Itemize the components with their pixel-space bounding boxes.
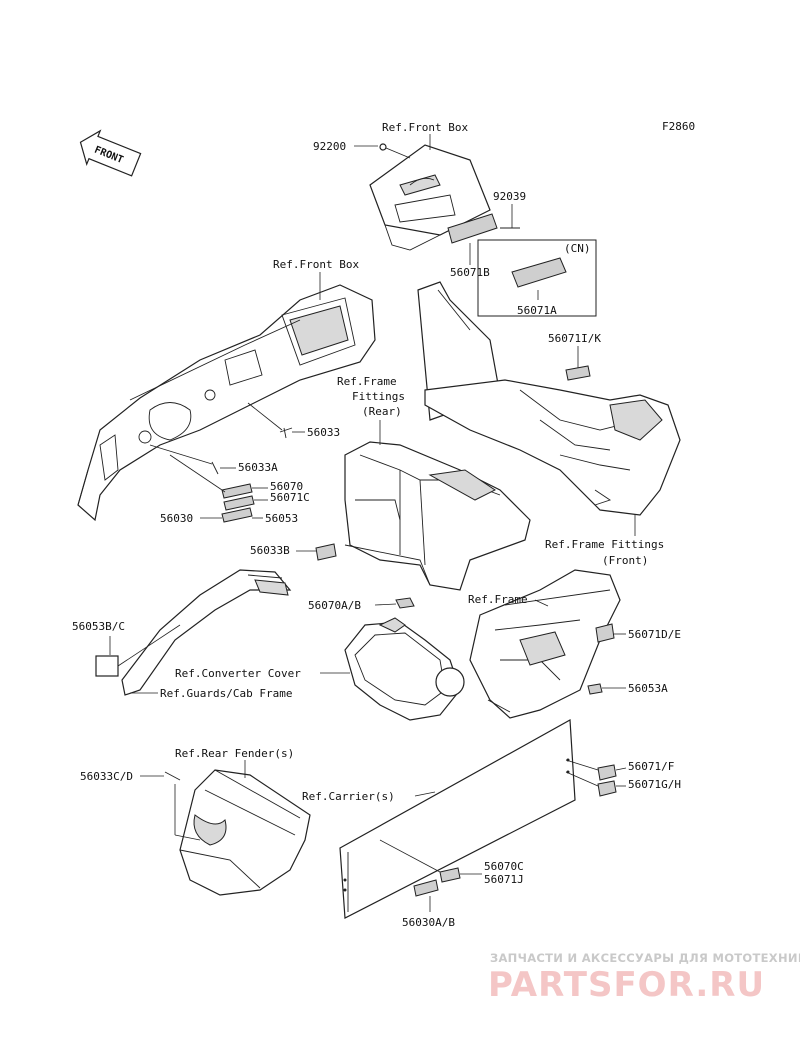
- ref-frame-fittings-front-label-2: (Front): [602, 554, 648, 567]
- part-56030-label: 56030: [160, 512, 193, 525]
- part-92039-label: 92039: [493, 190, 526, 203]
- part-56033cd-label: 56033C/D: [80, 770, 133, 783]
- part-56071ik-label: 56071I/K: [548, 332, 601, 345]
- rear-fender: [179, 769, 311, 896]
- ref-guards-cab-frame-label: Ref.Guards/Cab Frame: [160, 687, 292, 700]
- ref-frame-label: Ref.Frame: [468, 593, 528, 606]
- decal-56071f: [597, 764, 617, 781]
- frame-fittings-rear: [344, 441, 531, 591]
- cn-callout-box: [477, 239, 597, 317]
- decal-56071a: [511, 257, 567, 288]
- ref-front-box-left-label: Ref.Front Box: [273, 258, 359, 271]
- decal-56070c: [439, 867, 461, 883]
- carrier-panel: [339, 719, 576, 919]
- part-56071a-label: 56071A: [517, 304, 557, 317]
- decal-56071c: [223, 495, 255, 511]
- screw-56033a: [211, 461, 219, 475]
- decal-56053a: [587, 683, 603, 695]
- part-56070c-label: 56070C: [484, 860, 524, 873]
- decal-56053bc: [95, 655, 119, 677]
- ref-rear-fender-label: Ref.Rear Fender(s): [175, 747, 294, 760]
- ref-converter-cover-label: Ref.Converter Cover: [175, 667, 301, 680]
- part-56070-label: 56070: [270, 480, 303, 493]
- part-56070ab-label: 56070A/B: [308, 599, 361, 612]
- part-56071gh-label: 56071G/H: [628, 778, 681, 791]
- grommet-92200: [379, 143, 387, 151]
- frame-fittings-front: [417, 281, 681, 516]
- ref-frame-fittings-front-label-1: Ref.Frame Fittings: [545, 538, 664, 551]
- ref-frame-fittings-rear-label-3: (Rear): [362, 405, 402, 418]
- part-56071f-label: 56071/F: [628, 760, 674, 773]
- part-56071de-label: 56071D/E: [628, 628, 681, 641]
- part-92200-label: 92200: [313, 140, 346, 153]
- decal-56071b: [447, 213, 498, 244]
- decal-56071gh: [597, 780, 617, 797]
- watermark-logo: PARTSFOR.RU: [488, 965, 765, 1005]
- ref-frame-fittings-rear-label-1: Ref.Frame: [337, 375, 397, 388]
- decal-56070: [221, 483, 253, 499]
- cab-frame-tube: [121, 569, 292, 696]
- decal-56030: [221, 507, 253, 523]
- part-56030ab-label: 56030A/B: [402, 916, 455, 929]
- dash-panel-left: [77, 284, 376, 522]
- frame-assembly: [469, 569, 621, 719]
- ref-front-box-top-label: Ref.Front Box: [382, 121, 468, 134]
- ref-carrier-label: Ref.Carrier(s): [302, 790, 395, 803]
- part-56033a-label: 56033A: [238, 461, 278, 474]
- cn-label: (CN): [564, 242, 591, 255]
- front-direction-arrow: FRONT: [79, 129, 142, 177]
- part-56071j-label: 56071J: [484, 873, 524, 886]
- part-56033-label: 56033: [307, 426, 340, 439]
- watermark-tagline: ЗАПЧАСТИ И АКСЕССУАРЫ ДЛЯ МОТОТЕХНИКИ: [490, 951, 800, 965]
- figure-code: F2860: [662, 120, 695, 133]
- screw-56033: [279, 427, 293, 439]
- part-56033b-label: 56033B: [250, 544, 290, 557]
- decal-56033b: [315, 543, 337, 561]
- decal-56070ab: [395, 597, 415, 609]
- ref-frame-fittings-rear-label-2: Fittings: [352, 390, 405, 403]
- part-56071b-label: 56071B: [450, 266, 490, 279]
- converter-cover: [344, 617, 465, 721]
- screw-56033cd: [164, 771, 181, 781]
- part-56071c-label: 56071C: [270, 491, 310, 504]
- decal-56071ik: [565, 365, 591, 381]
- decal-56030ab: [413, 879, 439, 897]
- decal-56071de: [595, 623, 615, 643]
- part-56053a-label: 56053A: [628, 682, 668, 695]
- front-box-top: [369, 144, 491, 251]
- part-56053bc-label: 56053B/C: [72, 620, 125, 633]
- part-56053-label: 56053: [265, 512, 298, 525]
